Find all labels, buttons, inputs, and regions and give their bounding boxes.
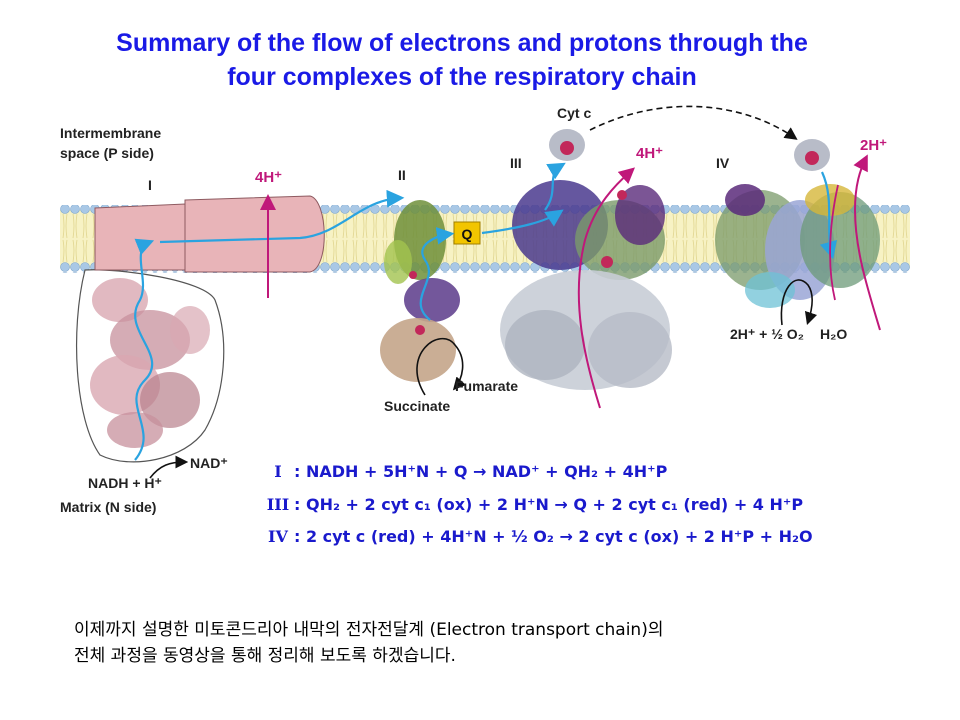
- proton-label-complex-IV: 2H⁺: [860, 137, 887, 154]
- equation-complex-III: III: QH₂ + 2 cyt c₁ (ox) + 2 H⁺N → Q + 2…: [262, 495, 803, 514]
- equation-complex-IV: IV : 2 cyt c (red) + 4H⁺N + ½ O₂ → 2 cyt …: [262, 527, 813, 546]
- complex-I-label: I: [148, 177, 152, 193]
- proton-arrow-complex-IV-inner: [829, 184, 839, 301]
- complex-I-membrane-arm: [94, 195, 325, 273]
- electron-path-complex-I: [134, 238, 155, 461]
- succinate-label: Succinate: [384, 398, 450, 414]
- electron-path-I-to-Q: [159, 189, 405, 244]
- title-line-1: Summary of the flow of electrons and pro…: [116, 29, 808, 57]
- nadh-label: NADH + H⁺: [88, 475, 162, 491]
- electron-path-II-to-Q: [419, 227, 455, 321]
- equation-III-text: : QH₂ + 2 cyt c₁ (ox) + 2 H⁺N → Q + 2 cy…: [294, 495, 804, 514]
- equation-I-label: I: [274, 462, 282, 481]
- equation-IV-text: : 2 cyt c (red) + 4H⁺N + ½ O₂ → 2 cyt c …: [294, 527, 813, 546]
- complex-III-label: III: [510, 155, 522, 171]
- nad-label: NAD⁺: [190, 455, 228, 471]
- equation-complex-I: I : NADH + 5H⁺N + Q → NAD⁺ + QH₂ + 4H⁺P: [262, 462, 667, 481]
- caption-line-1: 이제까지 설명한 미토콘드리아 내막의 전자전달계 (Electron tran…: [74, 620, 664, 640]
- title: Summary of the flow of electrons and pro…: [0, 26, 924, 94]
- equation-III-label: III: [266, 495, 290, 514]
- equation-I-text: : NADH + 5H⁺N + Q → NAD⁺ + QH₂ + 4H⁺P: [294, 462, 668, 481]
- matrix-label: Matrix (N side): [60, 499, 156, 515]
- oxygen-to-water-arrow: [780, 279, 818, 326]
- cyt-c-label: Cyt c: [557, 105, 591, 121]
- electron-path-Q-to-III: [481, 209, 564, 235]
- cyt-c-molecule-left: [549, 129, 585, 161]
- complex-IV-label: IV: [716, 155, 730, 171]
- oxygen-reactants-label: 2H⁺ + ½ O₂: [730, 326, 804, 342]
- caption-line-2: 전체 과정을 동영상을 통해 정리해 보도록 하겠습니다.: [74, 646, 456, 666]
- water-label: H₂O: [820, 326, 847, 342]
- fumarate-label: Fumarate: [455, 378, 518, 394]
- proton-arrow-complex-III: [577, 167, 635, 409]
- electron-path-III-to-cyt-c: [544, 162, 566, 211]
- succinate-to-fumarate-arrow: [416, 337, 467, 396]
- nadh-to-nad-arrow: [149, 455, 189, 479]
- intermembrane-label-line1: Intermembrane: [60, 125, 161, 141]
- cyt-c-transfer-arrow: [589, 105, 798, 140]
- complex-II: [380, 200, 460, 382]
- complex-II-label: II: [398, 167, 406, 183]
- caption: 이제까지 설명한 미토콘드리아 내막의 전자전달계 (Electron tran…: [74, 617, 663, 669]
- complex-I-matrix-arm: [90, 278, 210, 448]
- equation-IV-label: IV: [268, 527, 288, 546]
- intermembrane-label-line2: space (P side): [60, 145, 154, 161]
- proton-label-complex-I: 4H⁺: [255, 169, 282, 186]
- q-label: Q: [462, 226, 473, 242]
- title-line-2: four complexes of the respiratory chain: [227, 63, 697, 91]
- proton-label-complex-III: 4H⁺: [636, 145, 663, 162]
- complex-IV: [715, 184, 880, 308]
- cyt-c-molecule-right: [794, 139, 830, 171]
- proton-arrow-complex-IV: [853, 154, 881, 331]
